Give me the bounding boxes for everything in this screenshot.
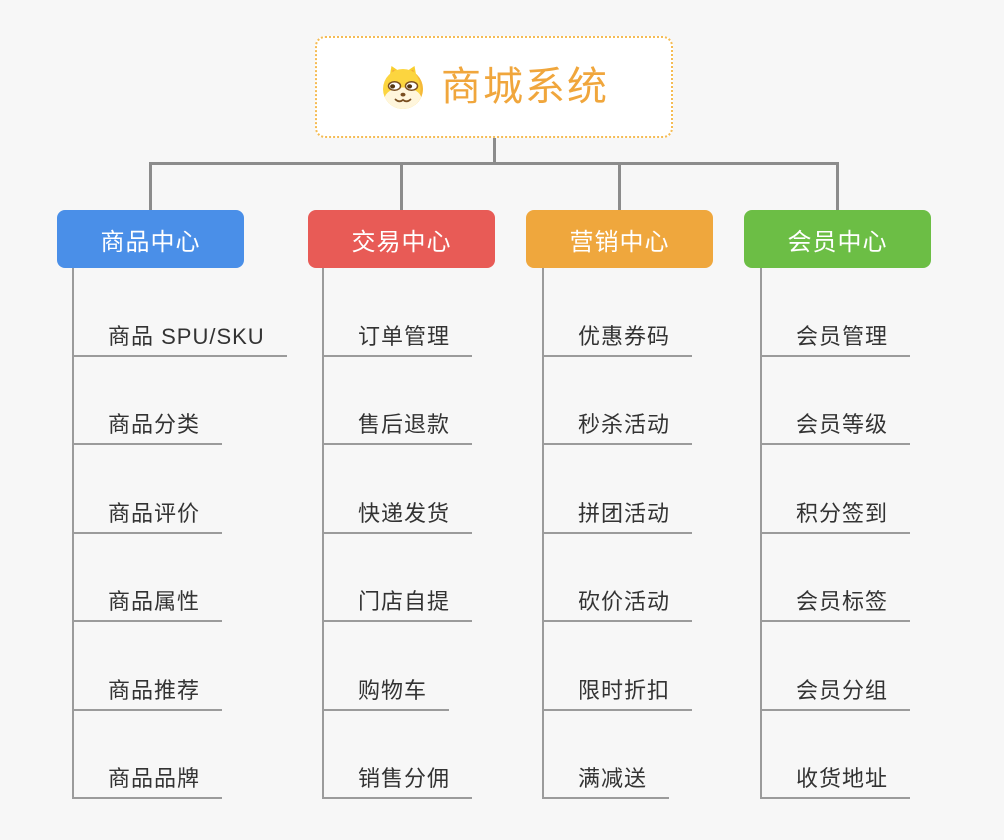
leaf-node[interactable]: 快递发货: [324, 445, 473, 534]
leaf-column-members: 会员管理 会员等级 积分签到 会员标签 会员分组 收货地址: [760, 268, 911, 799]
connector-drop-3: [618, 162, 621, 210]
leaf-node[interactable]: 收货地址: [762, 711, 911, 799]
leaf-node[interactable]: 商品推荐: [74, 622, 223, 711]
leaf-node[interactable]: 商品 SPU/SKU: [74, 268, 287, 357]
leaf-node[interactable]: 门店自提: [324, 534, 473, 622]
leaf-node[interactable]: 秒杀活动: [544, 357, 693, 445]
leaf-node[interactable]: 砍价活动: [544, 534, 693, 622]
leaf-node[interactable]: 商品品牌: [74, 711, 223, 799]
connector-drop-4: [836, 162, 839, 210]
leaf-node[interactable]: 订单管理: [324, 268, 473, 357]
root-node[interactable]: 商城系统: [315, 36, 673, 138]
branch-node-marketing[interactable]: 营销中心: [526, 210, 713, 268]
leaf-node[interactable]: 限时折扣: [544, 622, 693, 711]
leaf-node[interactable]: 购物车: [324, 622, 450, 711]
leaf-node[interactable]: 满减送: [544, 711, 670, 799]
leaf-node[interactable]: 会员等级: [762, 357, 911, 445]
leaf-node[interactable]: 售后退款: [324, 357, 473, 445]
leaf-column-products: 商品 SPU/SKU 商品分类 商品评价 商品属性 商品推荐 商品品牌: [72, 268, 287, 799]
leaf-node[interactable]: 积分签到: [762, 445, 911, 534]
leaf-column-marketing: 优惠券码 秒杀活动 拼团活动 砍价活动 限时折扣 满减送: [542, 268, 693, 799]
branch-node-products[interactable]: 商品中心: [57, 210, 244, 268]
leaf-node[interactable]: 商品评价: [74, 445, 223, 534]
root-title: 商城系统: [441, 65, 609, 109]
leaf-node[interactable]: 商品属性: [74, 534, 223, 622]
leaf-node[interactable]: 商品分类: [74, 357, 223, 445]
leaf-node[interactable]: 会员标签: [762, 534, 911, 622]
connector-drop-2: [400, 162, 403, 210]
connector-root-stem: [493, 138, 496, 163]
leaf-node[interactable]: 会员管理: [762, 268, 911, 357]
dog-face-icon: [379, 63, 427, 111]
leaf-node[interactable]: 优惠券码: [544, 268, 693, 357]
leaf-node[interactable]: 会员分组: [762, 622, 911, 711]
leaf-node[interactable]: 销售分佣: [324, 711, 473, 799]
leaf-node[interactable]: 拼团活动: [544, 445, 693, 534]
connector-drop-1: [149, 162, 152, 210]
branch-node-trade[interactable]: 交易中心: [308, 210, 495, 268]
leaf-column-trade: 订单管理 售后退款 快递发货 门店自提 购物车 销售分佣: [322, 268, 473, 799]
connector-rail: [149, 162, 839, 165]
branch-node-members[interactable]: 会员中心: [744, 210, 931, 268]
